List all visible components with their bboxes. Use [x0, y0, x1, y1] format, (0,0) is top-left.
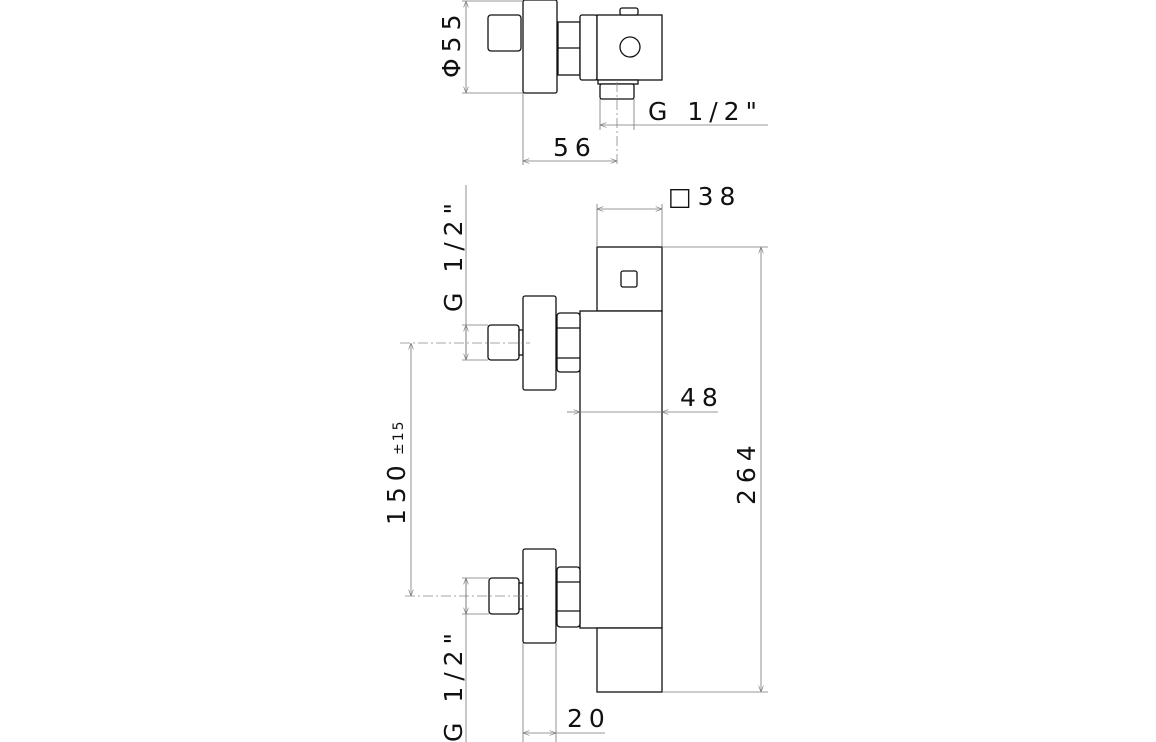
top-knob — [619, 7, 639, 16]
bottom-cap — [596, 627, 663, 693]
height-label: 264 — [732, 439, 761, 505]
upper-inlet-nut — [487, 324, 520, 361]
center-distance-tolerance: ±15 — [391, 419, 407, 455]
cap-square-icon — [620, 270, 638, 288]
top-view: Φ55 G 1/2" 56 — [437, 0, 768, 165]
offset-label: 20 — [567, 704, 611, 733]
mixer-body — [579, 310, 663, 629]
outlet-thread-label: G 1/2" — [648, 97, 763, 126]
lower-inlet-hex — [556, 566, 581, 628]
top-handle-circle — [619, 36, 641, 58]
width-label: 48 — [680, 383, 724, 412]
top-disc — [522, 0, 558, 94]
lower-inlet-thread-label: G 1/2" — [439, 627, 468, 742]
upper-inlet-thread-label: G 1/2" — [439, 197, 468, 312]
diameter-label: Φ55 — [437, 9, 466, 79]
upper-inlet-hex — [556, 312, 581, 373]
top-inlet-nut — [487, 14, 522, 52]
square-label: □38 — [668, 182, 741, 211]
front-view: □38 48 264 150 ±15 G 1/2" G 1/2" 20 — [382, 182, 768, 742]
center-distance-label: 150 — [382, 459, 411, 525]
depth-label: 56 — [553, 133, 597, 162]
top-body — [579, 14, 598, 81]
